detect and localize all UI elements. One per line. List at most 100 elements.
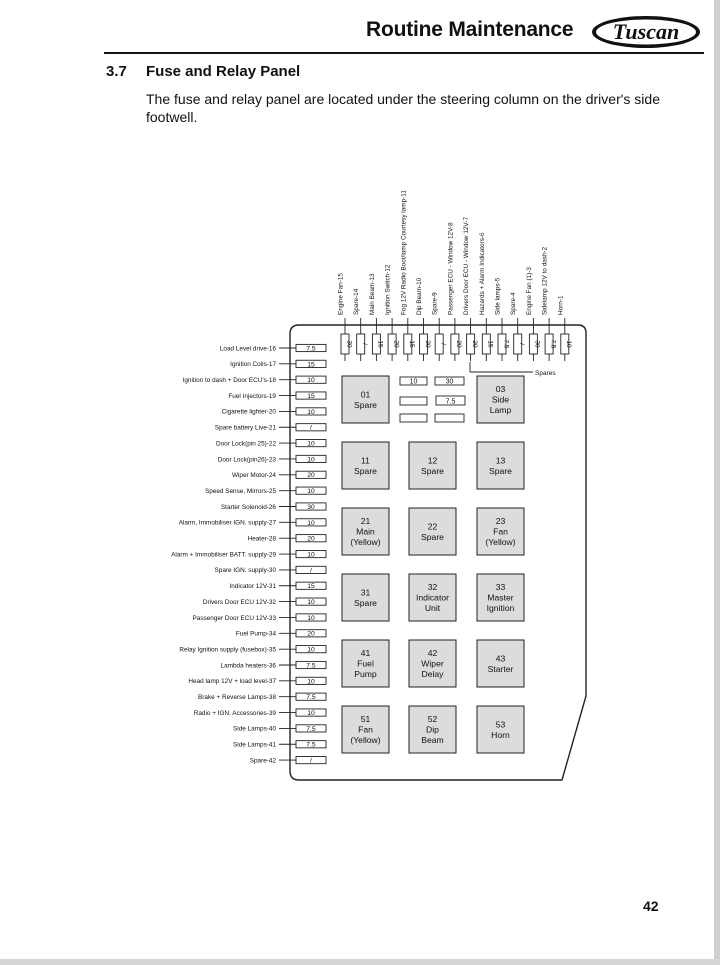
relay-label: Spare [489, 466, 512, 476]
left-fuse [295, 454, 327, 464]
left-fuse [295, 756, 327, 765]
relay-box [476, 375, 525, 424]
relay-box [341, 639, 390, 688]
left-fuse-label: Radio + IGN. Accessories-39 [194, 710, 277, 717]
top-fuse-label: Ignition Switch-12 [385, 264, 392, 315]
relay-box [476, 705, 525, 754]
left-fuse-rating: 10 [307, 599, 315, 606]
left-fuse-label: Alarm + Immobiliser BATT. supply-29 [171, 551, 276, 558]
left-fuse-label: Passenger Door ECU 12V-33 [193, 615, 277, 622]
spare-fuse [399, 396, 428, 406]
relay-label: (Yellow) [350, 537, 380, 547]
left-fuse-rating: 7.5 [306, 742, 316, 749]
left-fuse-rating: 10 [307, 441, 315, 448]
left-fuse [295, 359, 327, 368]
left-fuse [295, 486, 327, 495]
relay-number: 01 [361, 389, 371, 399]
left-fuse-label: Speed Sense, Mirrors-25 [205, 488, 276, 495]
relay-label: Spare [354, 598, 377, 608]
relay-label: Spare [421, 466, 444, 476]
relay-box [341, 507, 390, 556]
left-fuse-label: Lambda heaters-36 [221, 662, 277, 669]
relay-label: Wiper [421, 659, 444, 669]
left-fuse-label: Cigarette lighter-20 [222, 409, 277, 416]
relay-number: 22 [428, 521, 438, 531]
relay-box [408, 573, 457, 622]
left-fuse-rating: / [310, 567, 312, 574]
left-fuse-label: Side Lamps-40 [233, 726, 276, 733]
left-fuse [295, 629, 327, 638]
top-fuse-label: Horn-1 [557, 295, 564, 315]
top-fuse-label: Spare-4 [510, 292, 517, 315]
left-fuse [295, 343, 327, 353]
relay-number: 43 [496, 653, 506, 663]
left-fuse-rating: 10 [307, 520, 315, 527]
left-fuse-rating: 20 [307, 536, 315, 543]
relay-number: 32 [428, 582, 438, 592]
relay-box [408, 441, 457, 490]
top-fuse-rating: 7.5 [502, 339, 509, 348]
section-number: 3.7 [106, 63, 127, 80]
left-fuse-rating: 20 [307, 472, 315, 479]
relay-box [476, 639, 525, 688]
left-fuse-label: Heater-28 [248, 536, 277, 543]
left-fuse [295, 439, 327, 448]
left-fuse-label: Indicator 12V-31 [229, 583, 276, 590]
relay-label: Fan [493, 527, 508, 537]
top-fuse-rating: 15 [377, 340, 384, 348]
relay-box [341, 375, 390, 424]
relay-label: (Yellow) [485, 537, 515, 547]
relay-number: 51 [361, 714, 371, 724]
top-fuse-rating: 20 [392, 340, 399, 348]
top-fuse-label: Passenger ECU - Window 12V-8 [447, 222, 454, 315]
left-fuse [295, 724, 327, 733]
left-fuse [295, 375, 327, 384]
relay-label: Ignition [487, 603, 515, 613]
relay-label: Fuel [357, 659, 374, 669]
left-fuse-rating: 10 [307, 488, 315, 495]
top-fuse-rating: / [440, 343, 447, 345]
relay-label: Starter [488, 664, 514, 674]
relay-number: 41 [361, 648, 371, 658]
brand-logo-text: Tuscan [613, 19, 679, 44]
relay-box [476, 573, 525, 622]
relay-box [408, 639, 457, 688]
spare-fuse-rating: 10 [410, 379, 418, 386]
left-fuse-rating: 7.5 [306, 726, 316, 733]
relay-box [408, 507, 457, 556]
top-fuse-label: Main Beam-13 [369, 273, 376, 315]
relay-label: Unit [425, 603, 441, 613]
relay-number: 52 [428, 714, 438, 724]
left-fuse [295, 470, 327, 479]
top-fuse-rating: 30 [345, 340, 352, 348]
left-fuse-label: Spare-42 [250, 757, 277, 764]
spare-fuse [399, 376, 428, 386]
left-fuse-rating: 7.5 [306, 662, 316, 669]
left-fuse-label: Door Lock(pin 25)-22 [216, 440, 276, 447]
relay-number: 53 [496, 719, 506, 729]
top-fuse-label: Dip Beam-10 [416, 277, 423, 315]
spares-label: Spares [535, 370, 556, 377]
left-fuse-label: Starter Solenoid-26 [221, 504, 277, 511]
relay-label: Delay [422, 669, 445, 679]
spare-fuse [434, 413, 465, 423]
left-fuse-label: Spare battery Live-21 [215, 425, 277, 432]
page-edge-shadow [714, 0, 720, 965]
left-fuse-label: Relay Ignition supply (fusebox)-35 [179, 646, 276, 653]
top-fuse-label: Sidelamp 12V to dash-2 [542, 246, 549, 315]
left-fuse-rating: 15 [307, 583, 315, 590]
relay-label: Indicator [416, 593, 449, 603]
left-fuse-rating: 10 [307, 456, 315, 463]
relay-box [341, 705, 390, 754]
left-fuse-rating: 15 [307, 393, 315, 400]
panel-outline [289, 324, 587, 781]
top-fuse-rating: / [518, 343, 525, 345]
left-fuse-rating: 10 [307, 647, 315, 654]
section-title: Fuse and Relay Panel [146, 63, 301, 80]
relay-number: 11 [361, 455, 370, 465]
relay-label: Master [487, 593, 513, 603]
left-fuse [295, 502, 327, 511]
top-fuse-rating: 20 [455, 340, 462, 348]
relay-number: 33 [496, 582, 506, 592]
